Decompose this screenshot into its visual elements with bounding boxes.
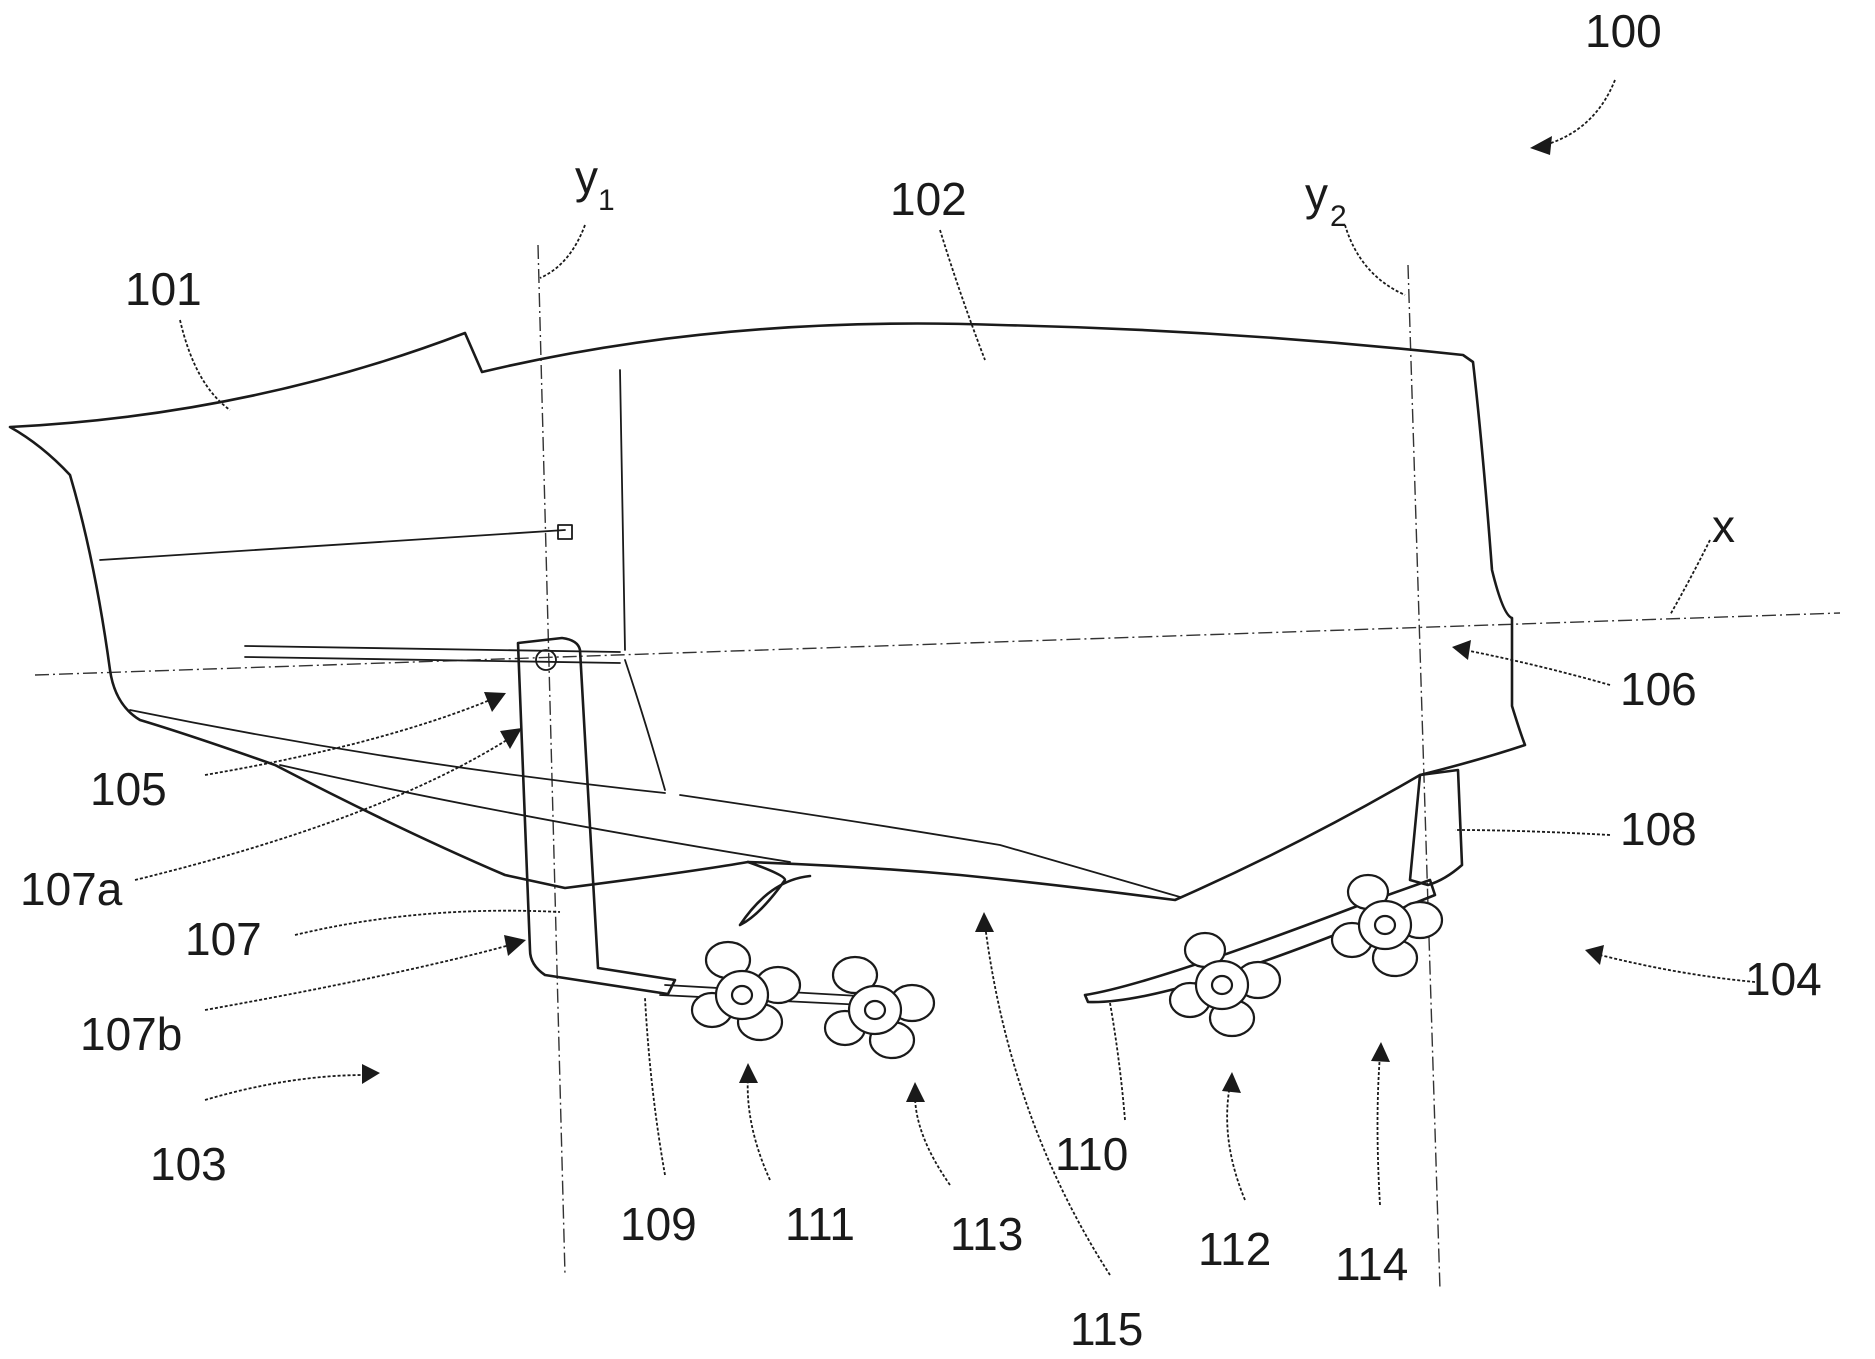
leader-109 xyxy=(645,998,665,1175)
hull-chine-upper xyxy=(245,646,620,652)
label-106: 106 xyxy=(1620,663,1697,715)
label-107: 107 xyxy=(185,913,262,965)
front-drive-leg xyxy=(518,638,675,994)
leader-107a xyxy=(135,738,510,880)
label-107a: 107a xyxy=(20,863,123,915)
propeller-114 xyxy=(1332,875,1442,976)
axis-x-line xyxy=(35,613,1840,675)
label-101: 101 xyxy=(125,263,202,315)
hull xyxy=(10,324,1525,925)
leader-108 xyxy=(1455,830,1610,835)
leader-x xyxy=(1670,540,1710,615)
label-x: x xyxy=(1712,500,1735,552)
label-y1-sub: 1 xyxy=(598,184,615,217)
leader-110 xyxy=(1110,1003,1125,1120)
label-109: 109 xyxy=(620,1198,697,1250)
label-115: 115 xyxy=(1070,1303,1143,1355)
label-111: 111 xyxy=(785,1198,855,1250)
reference-axes xyxy=(35,245,1840,1290)
label-107b: 107b xyxy=(80,1008,182,1060)
hull-keel-line xyxy=(625,660,665,790)
leader-106 xyxy=(1465,650,1610,685)
axis-y2-line xyxy=(1408,265,1440,1290)
rear-drive-leg xyxy=(1410,770,1462,885)
leg-107-outline xyxy=(518,638,675,994)
leg-108-outline xyxy=(1410,770,1462,885)
front-propellers xyxy=(660,942,934,1058)
hull-bottom-line-b xyxy=(280,765,790,862)
propeller-113 xyxy=(825,957,934,1058)
label-102: 102 xyxy=(890,173,967,225)
leader-103 xyxy=(205,1075,365,1100)
label-y1: y xyxy=(575,151,598,203)
hull-panel-line xyxy=(620,370,625,650)
leader-112 xyxy=(1227,1085,1245,1200)
leader-101 xyxy=(180,320,230,410)
leader-113 xyxy=(915,1095,950,1185)
label-y2-sub: 2 xyxy=(1330,200,1347,233)
label-114: 114 xyxy=(1335,1238,1408,1290)
leader-114 xyxy=(1378,1055,1381,1205)
hull-rail-end xyxy=(558,525,572,539)
reference-labels: 100 101 102 y 1 y 2 x 105 106 107a 107 1… xyxy=(20,5,1822,1355)
hull-chine-lower xyxy=(245,657,620,663)
leader-104 xyxy=(1600,955,1755,982)
leader-y2 xyxy=(1345,225,1405,295)
hull-outline xyxy=(10,324,1525,900)
label-104: 104 xyxy=(1745,953,1822,1005)
label-108: 108 xyxy=(1620,803,1697,855)
label-y2: y xyxy=(1305,168,1328,220)
leg-107-pivot xyxy=(536,650,556,670)
leader-105 xyxy=(205,700,490,775)
leader-111 xyxy=(748,1075,770,1180)
hull-skeg xyxy=(680,795,1180,897)
propeller-112 xyxy=(1170,933,1280,1036)
label-105: 105 xyxy=(90,763,167,815)
leader-y1 xyxy=(540,225,585,278)
label-113: 113 xyxy=(950,1208,1023,1260)
label-112: 112 xyxy=(1198,1223,1271,1275)
axis-y1-line xyxy=(538,245,565,1275)
hull-rail-line xyxy=(100,530,565,560)
label-100: 100 xyxy=(1585,5,1662,57)
propeller-111 xyxy=(692,942,800,1040)
label-110: 110 xyxy=(1055,1128,1128,1180)
label-103: 103 xyxy=(150,1138,227,1190)
leader-107 xyxy=(295,911,560,935)
rear-propellers xyxy=(1085,875,1442,1036)
leader-102 xyxy=(940,230,985,360)
hull-fin xyxy=(740,862,810,925)
leader-100 xyxy=(1545,80,1615,145)
